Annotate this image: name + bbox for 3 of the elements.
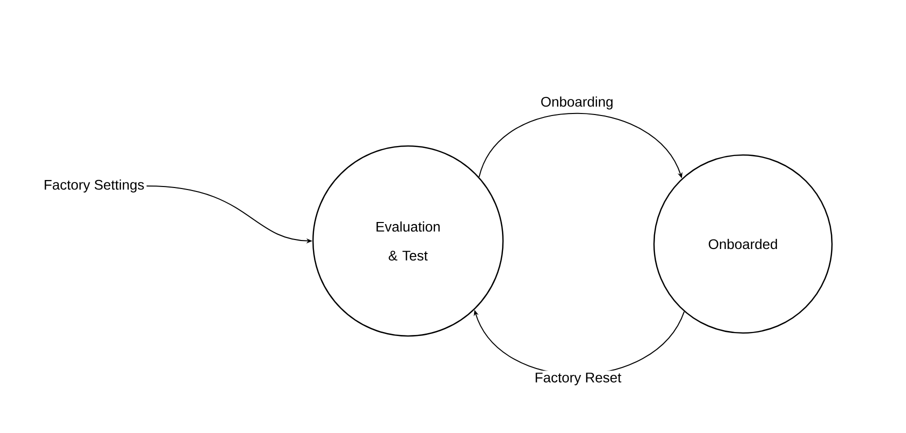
edge-label: Factory Reset — [532, 370, 624, 388]
state-label: Factory Settings — [44, 180, 144, 192]
edge-label: Onboarding — [538, 94, 616, 112]
